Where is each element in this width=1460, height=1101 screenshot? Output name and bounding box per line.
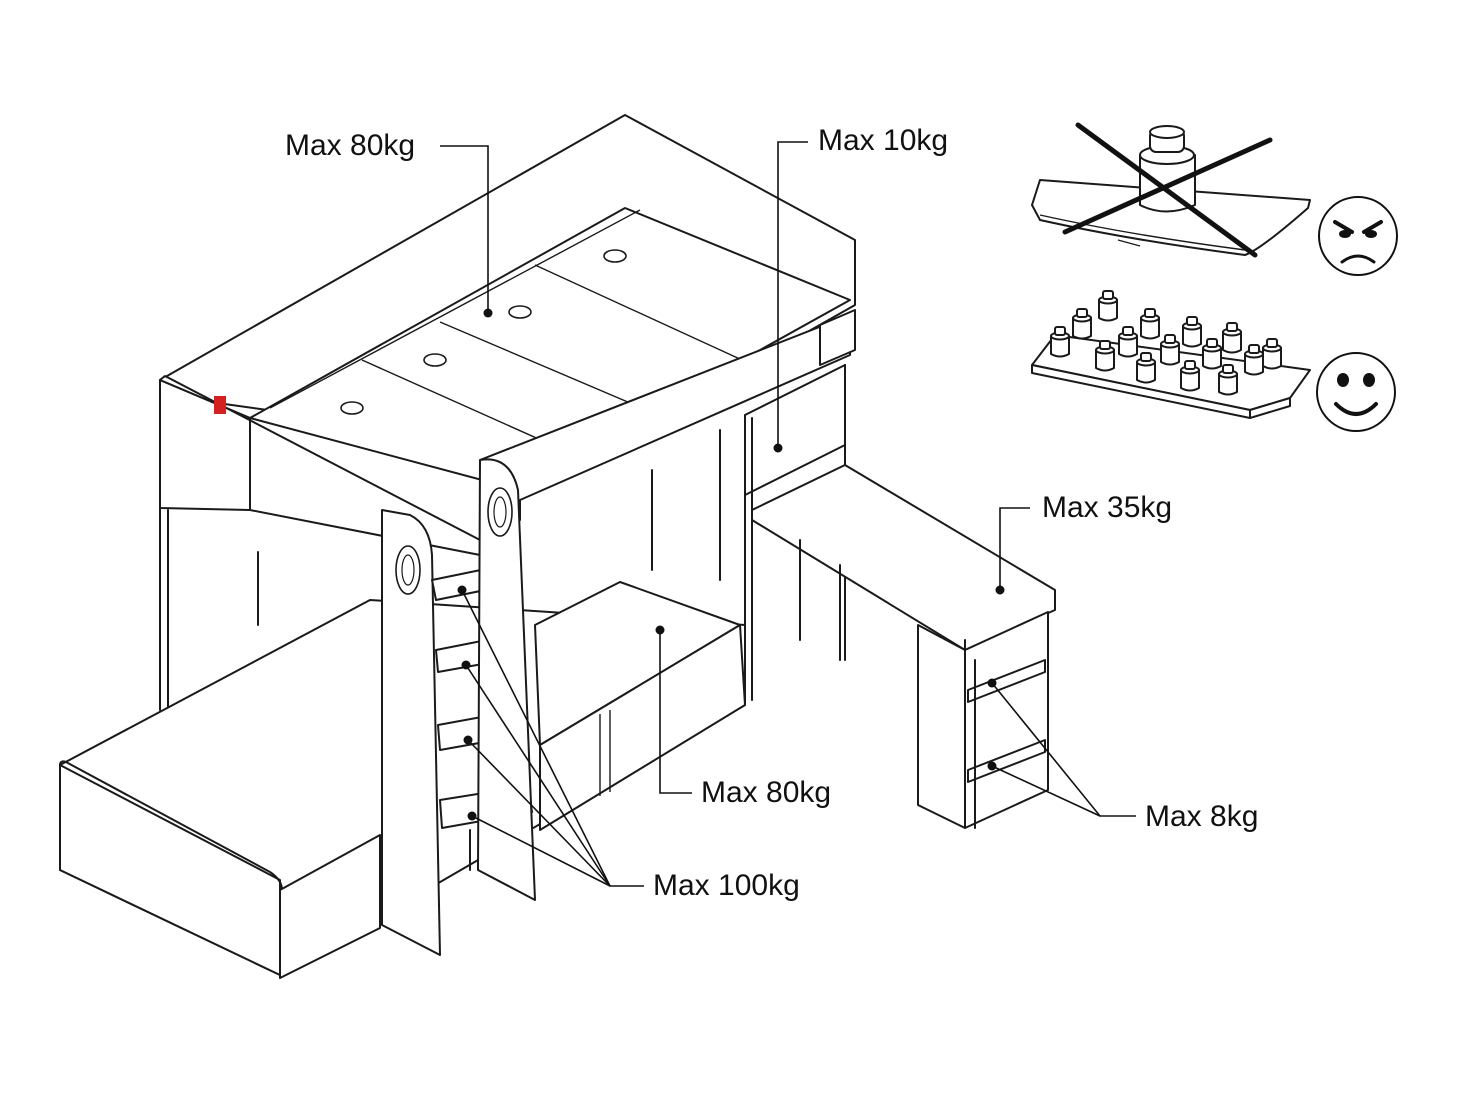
desk-top <box>751 464 1056 651</box>
top-bunk-base <box>249 207 851 489</box>
handle-hole-left <box>395 545 421 595</box>
label-stairs: Max 100kg <box>653 869 800 902</box>
lower-bed-drawers <box>539 624 746 831</box>
angry-face-icon <box>1318 196 1398 276</box>
weight-labels: Max 80kg Max 10kg Max 35kg Max 80kg Max … <box>285 124 1258 902</box>
smiling-face-icon <box>1316 352 1396 432</box>
small-weight <box>1050 326 1070 358</box>
product-label-tag <box>214 396 226 414</box>
small-weight <box>1222 322 1242 354</box>
base-hole <box>508 305 532 319</box>
small-weight <box>1262 338 1282 370</box>
small-weight <box>1182 316 1202 348</box>
label-desk-shelves: Max 8kg <box>1145 800 1258 833</box>
label-lower-bed: Max 80kg <box>701 776 831 809</box>
small-weight <box>1118 326 1138 358</box>
base-hole <box>340 401 364 415</box>
label-top-bunk: Max 80kg <box>285 129 415 162</box>
base-hole <box>423 353 447 367</box>
small-weight <box>1136 352 1156 384</box>
label-desk-top: Max 35kg <box>1042 491 1172 524</box>
bent-board <box>1031 179 1311 256</box>
label-top-shelf: Max 10kg <box>818 124 948 157</box>
desk-shelf-1 <box>967 659 1046 703</box>
small-weight <box>1202 338 1222 370</box>
small-weight <box>1140 308 1160 340</box>
desk-shelf-unit <box>964 611 1049 829</box>
desk-leg <box>917 624 966 829</box>
small-weight <box>1095 340 1115 372</box>
base-hole <box>603 249 627 263</box>
stair-side-panel-left <box>381 509 441 956</box>
handle-hole-right <box>487 487 513 537</box>
lower-drawer-front <box>279 834 381 979</box>
small-weights <box>1050 290 1282 396</box>
callout-leaders <box>440 141 1136 887</box>
small-weight <box>1098 290 1118 322</box>
wrong-load-illustration <box>1031 122 1311 258</box>
bunk-bed-drawing <box>59 114 1056 979</box>
small-weight <box>1072 308 1092 340</box>
desk-shelf-2 <box>967 739 1046 783</box>
small-weight <box>1160 334 1180 366</box>
small-weight <box>1244 344 1264 376</box>
small-weight <box>1180 360 1200 392</box>
small-weight <box>1218 364 1238 396</box>
